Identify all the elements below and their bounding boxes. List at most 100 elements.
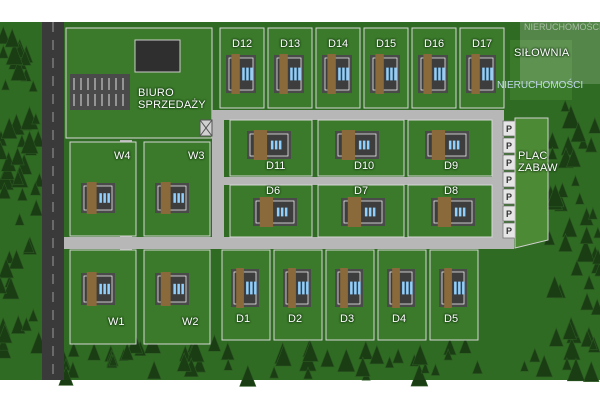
tree-icon — [0, 44, 9, 59]
tree-icon — [20, 316, 32, 332]
tree-icon — [31, 129, 45, 147]
tree-icon — [566, 147, 582, 168]
house-label-d12: D12 — [232, 38, 253, 50]
tree-icon — [420, 361, 430, 374]
parking-spot-label: P — [506, 192, 513, 202]
house-label-d17: D17 — [472, 38, 493, 50]
house-label-w1: W1 — [108, 316, 125, 328]
tree-icon — [0, 25, 11, 45]
tree-icon — [588, 116, 600, 134]
tree-icon — [558, 232, 573, 252]
tree-icon — [562, 337, 581, 361]
parking-spot-label: P — [506, 141, 513, 151]
playground-area — [514, 117, 549, 249]
tree-icon — [303, 366, 314, 380]
tree-icon — [10, 146, 25, 166]
forest-bottom — [57, 331, 600, 387]
house — [253, 197, 297, 227]
tree-icon — [28, 308, 39, 322]
house-label-d13: D13 — [280, 38, 301, 50]
forest-right — [543, 99, 600, 361]
house-label-w4: W4 — [114, 150, 131, 162]
playground-line-2: ZABAW — [518, 162, 558, 174]
playground-line-1: PLAC — [518, 150, 548, 162]
tree-icon — [577, 134, 589, 150]
parking-lot — [70, 74, 130, 110]
tree-icon — [358, 340, 374, 360]
tree-icon — [5, 41, 24, 65]
house-label-d2: D2 — [288, 313, 303, 325]
tree-icon — [14, 212, 25, 226]
house-label-d3: D3 — [340, 313, 355, 325]
tree-icon — [87, 342, 102, 361]
watermark-box — [520, 22, 600, 84]
house — [341, 197, 385, 227]
road-horizontal-mid — [224, 177, 494, 185]
main-road — [42, 22, 64, 380]
tree-icon — [545, 275, 564, 298]
parking-spot-label: P — [506, 158, 513, 168]
road-vertical-east — [492, 110, 504, 248]
house-label-d4: D4 — [392, 313, 407, 325]
road-horizontal-main — [64, 237, 514, 249]
house — [274, 54, 304, 94]
house-label-d7: D7 — [354, 185, 369, 197]
tree-icon — [556, 181, 569, 198]
tree-icon — [186, 338, 205, 363]
tree-icon — [570, 121, 587, 143]
tree-icon — [17, 187, 28, 201]
sales-office-line-1: BIURO — [138, 87, 174, 99]
tree-icon — [561, 216, 578, 238]
tree-icon — [0, 117, 18, 139]
houses — [81, 54, 496, 308]
house — [81, 272, 115, 306]
tree-icon — [4, 27, 20, 48]
house-label-d16: D16 — [424, 38, 445, 50]
tree-icon — [570, 259, 584, 276]
tree-icon — [585, 136, 598, 153]
tree-icon — [443, 348, 453, 361]
tree-icon — [576, 238, 595, 263]
house-label-w3: W3 — [188, 150, 205, 162]
tree-icon — [535, 354, 553, 378]
tree-icon — [547, 146, 558, 160]
tree-icon — [22, 237, 35, 253]
watermark-text-faint: NIERUCHOMOŚCI — [524, 22, 600, 32]
house-label-d9: D9 — [444, 160, 459, 172]
house — [335, 130, 379, 160]
tree-icon — [430, 363, 441, 376]
house — [283, 268, 311, 308]
house — [231, 268, 259, 308]
tree-icon — [0, 276, 8, 294]
house — [466, 54, 496, 94]
tree-icon — [66, 361, 80, 379]
tree-icon — [410, 363, 429, 387]
tree-icon — [562, 320, 577, 340]
parking-lines — [73, 78, 124, 106]
gym-area — [510, 40, 572, 100]
tree-icon — [320, 348, 335, 368]
tree-icon — [302, 340, 319, 362]
tree-icon — [18, 48, 32, 66]
tree-icon — [529, 347, 541, 363]
tree-icon — [67, 341, 80, 357]
tree-icon — [590, 298, 600, 316]
road-vertical-west — [212, 110, 224, 248]
tree-icon — [412, 343, 429, 366]
house — [431, 197, 475, 227]
tree-icon — [0, 140, 8, 160]
house — [155, 272, 189, 306]
tree-icon — [28, 79, 38, 92]
house-label-w2: W2 — [182, 316, 199, 328]
tree-icon — [354, 356, 371, 377]
tree-icon — [369, 344, 385, 365]
tree-icon — [548, 327, 564, 347]
house — [370, 54, 400, 94]
tree-icon — [384, 355, 395, 368]
house-label-d8: D8 — [444, 185, 459, 197]
tree-icon — [0, 323, 13, 344]
tree-icon — [29, 198, 43, 216]
tree-icon — [570, 174, 580, 187]
